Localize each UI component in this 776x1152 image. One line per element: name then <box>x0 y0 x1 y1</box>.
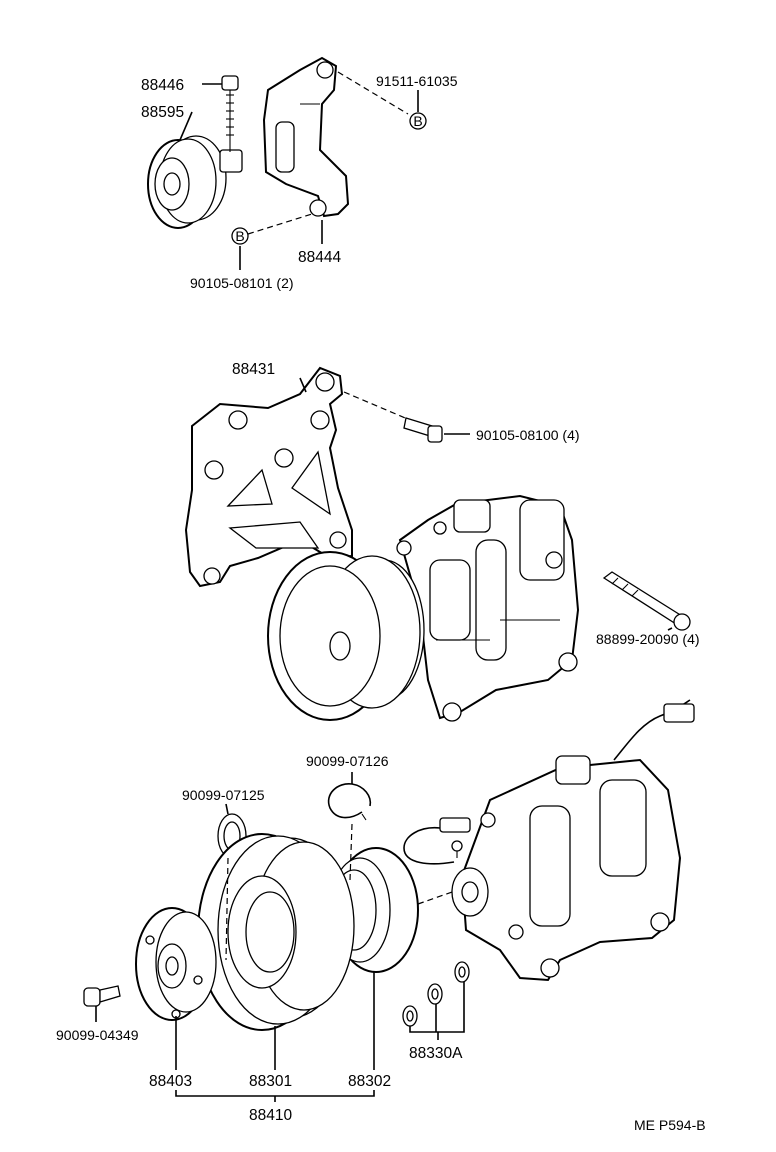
label-88444: 88444 <box>298 249 341 266</box>
label-88899-20090: 88899-20090 (4) <box>596 631 700 647</box>
dash-b-top <box>337 71 409 115</box>
compressor-pulley <box>267 551 425 721</box>
label-90105-08101: 90105-08101 (2) <box>190 275 294 291</box>
marker-b-left: B <box>231 227 249 245</box>
pulley-88301 <box>197 833 355 1031</box>
bolt-90105-08100 <box>403 417 443 443</box>
marker-b-top: B <box>409 112 427 130</box>
bracket-88410 <box>175 1090 375 1097</box>
label-91511-61035: 91511-61035 <box>376 73 458 89</box>
pressure-plate-88403 <box>135 907 217 1021</box>
label-88330A: 88330A <box>409 1045 463 1062</box>
compressor-lower <box>451 755 682 982</box>
label-90099-04349: 90099-04349 <box>56 1027 139 1043</box>
bolt-88446 <box>221 75 239 152</box>
compressor-upper <box>396 494 580 722</box>
screw-small <box>451 840 463 858</box>
label-88302: 88302 <box>348 1073 391 1090</box>
bracket-idler <box>262 56 350 218</box>
bracket-88431 <box>184 366 353 588</box>
label-88403: 88403 <box>149 1073 192 1090</box>
label-88410: 88410 <box>249 1107 292 1124</box>
label-90099-07125: 90099-07125 <box>182 787 265 803</box>
snap-ring-90099-07126 <box>327 783 372 821</box>
dash-88431-bolt <box>343 391 411 421</box>
label-90099-07126: 90099-07126 <box>306 753 389 769</box>
leader-88595 <box>179 111 193 141</box>
leader-90099-07125 <box>225 803 229 815</box>
dash-b-left <box>247 213 313 235</box>
bolt-88899-20090 <box>602 571 691 631</box>
label-90105-08100: 90105-08100 (4) <box>476 427 580 443</box>
svg-text:B: B <box>235 228 244 244</box>
bracket-88330A <box>409 982 465 1033</box>
dash-align-1 <box>225 857 229 961</box>
diagram-code: ME P594-B <box>634 1117 706 1133</box>
leader-88431 <box>299 377 307 393</box>
svg-text:B: B <box>413 113 422 129</box>
wire-harness <box>403 699 695 865</box>
bolt-90099-04349 <box>83 985 121 1007</box>
leader-88899 <box>667 627 673 631</box>
label-88446: 88446 <box>141 77 184 94</box>
label-88595: 88595 <box>141 104 184 121</box>
label-88431: 88431 <box>232 361 275 378</box>
dash-align-3 <box>417 891 453 905</box>
idler-pulley-88595 <box>147 135 243 229</box>
shims-88330A <box>402 961 470 1027</box>
label-88301: 88301 <box>249 1073 292 1090</box>
